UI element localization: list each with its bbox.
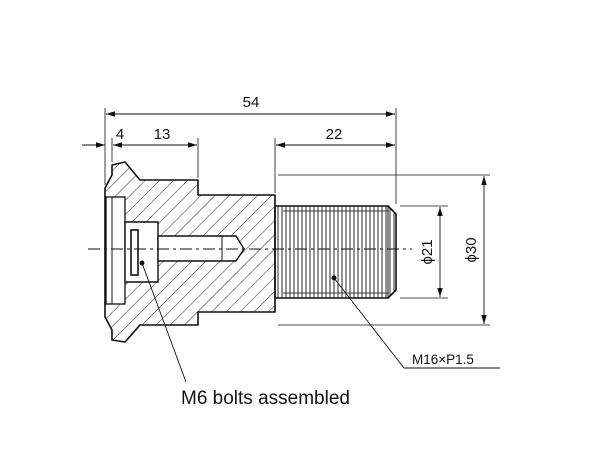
- thread-spec-label: M16×P1.5: [412, 352, 474, 367]
- dim-flange-diameter: ϕ30: [463, 237, 480, 262]
- dim-thread-length: 22: [326, 126, 343, 143]
- extension-lines: [104, 108, 490, 326]
- dim-overall-length: 54: [243, 94, 260, 111]
- part-section: [104, 161, 276, 343]
- flange-counterbore: [105, 196, 126, 305]
- dim-flange-thickness: 4: [116, 126, 124, 143]
- bolt-note-label: M6 bolts assembled: [181, 388, 350, 409]
- dim-thread-diameter: ϕ21: [419, 239, 436, 264]
- thread-leader-line: [333, 277, 500, 369]
- bolt-leader-line: [141, 262, 187, 383]
- threaded-shank: [274, 205, 397, 299]
- bolt-recess: [124, 221, 159, 283]
- leaders: [139, 260, 500, 383]
- dim-head-length: 13: [154, 126, 171, 143]
- tapped-hole: [157, 235, 245, 262]
- thread-outline: [274, 205, 397, 299]
- dimension-lines: [82, 111, 487, 324]
- bolt-head: [130, 229, 139, 276]
